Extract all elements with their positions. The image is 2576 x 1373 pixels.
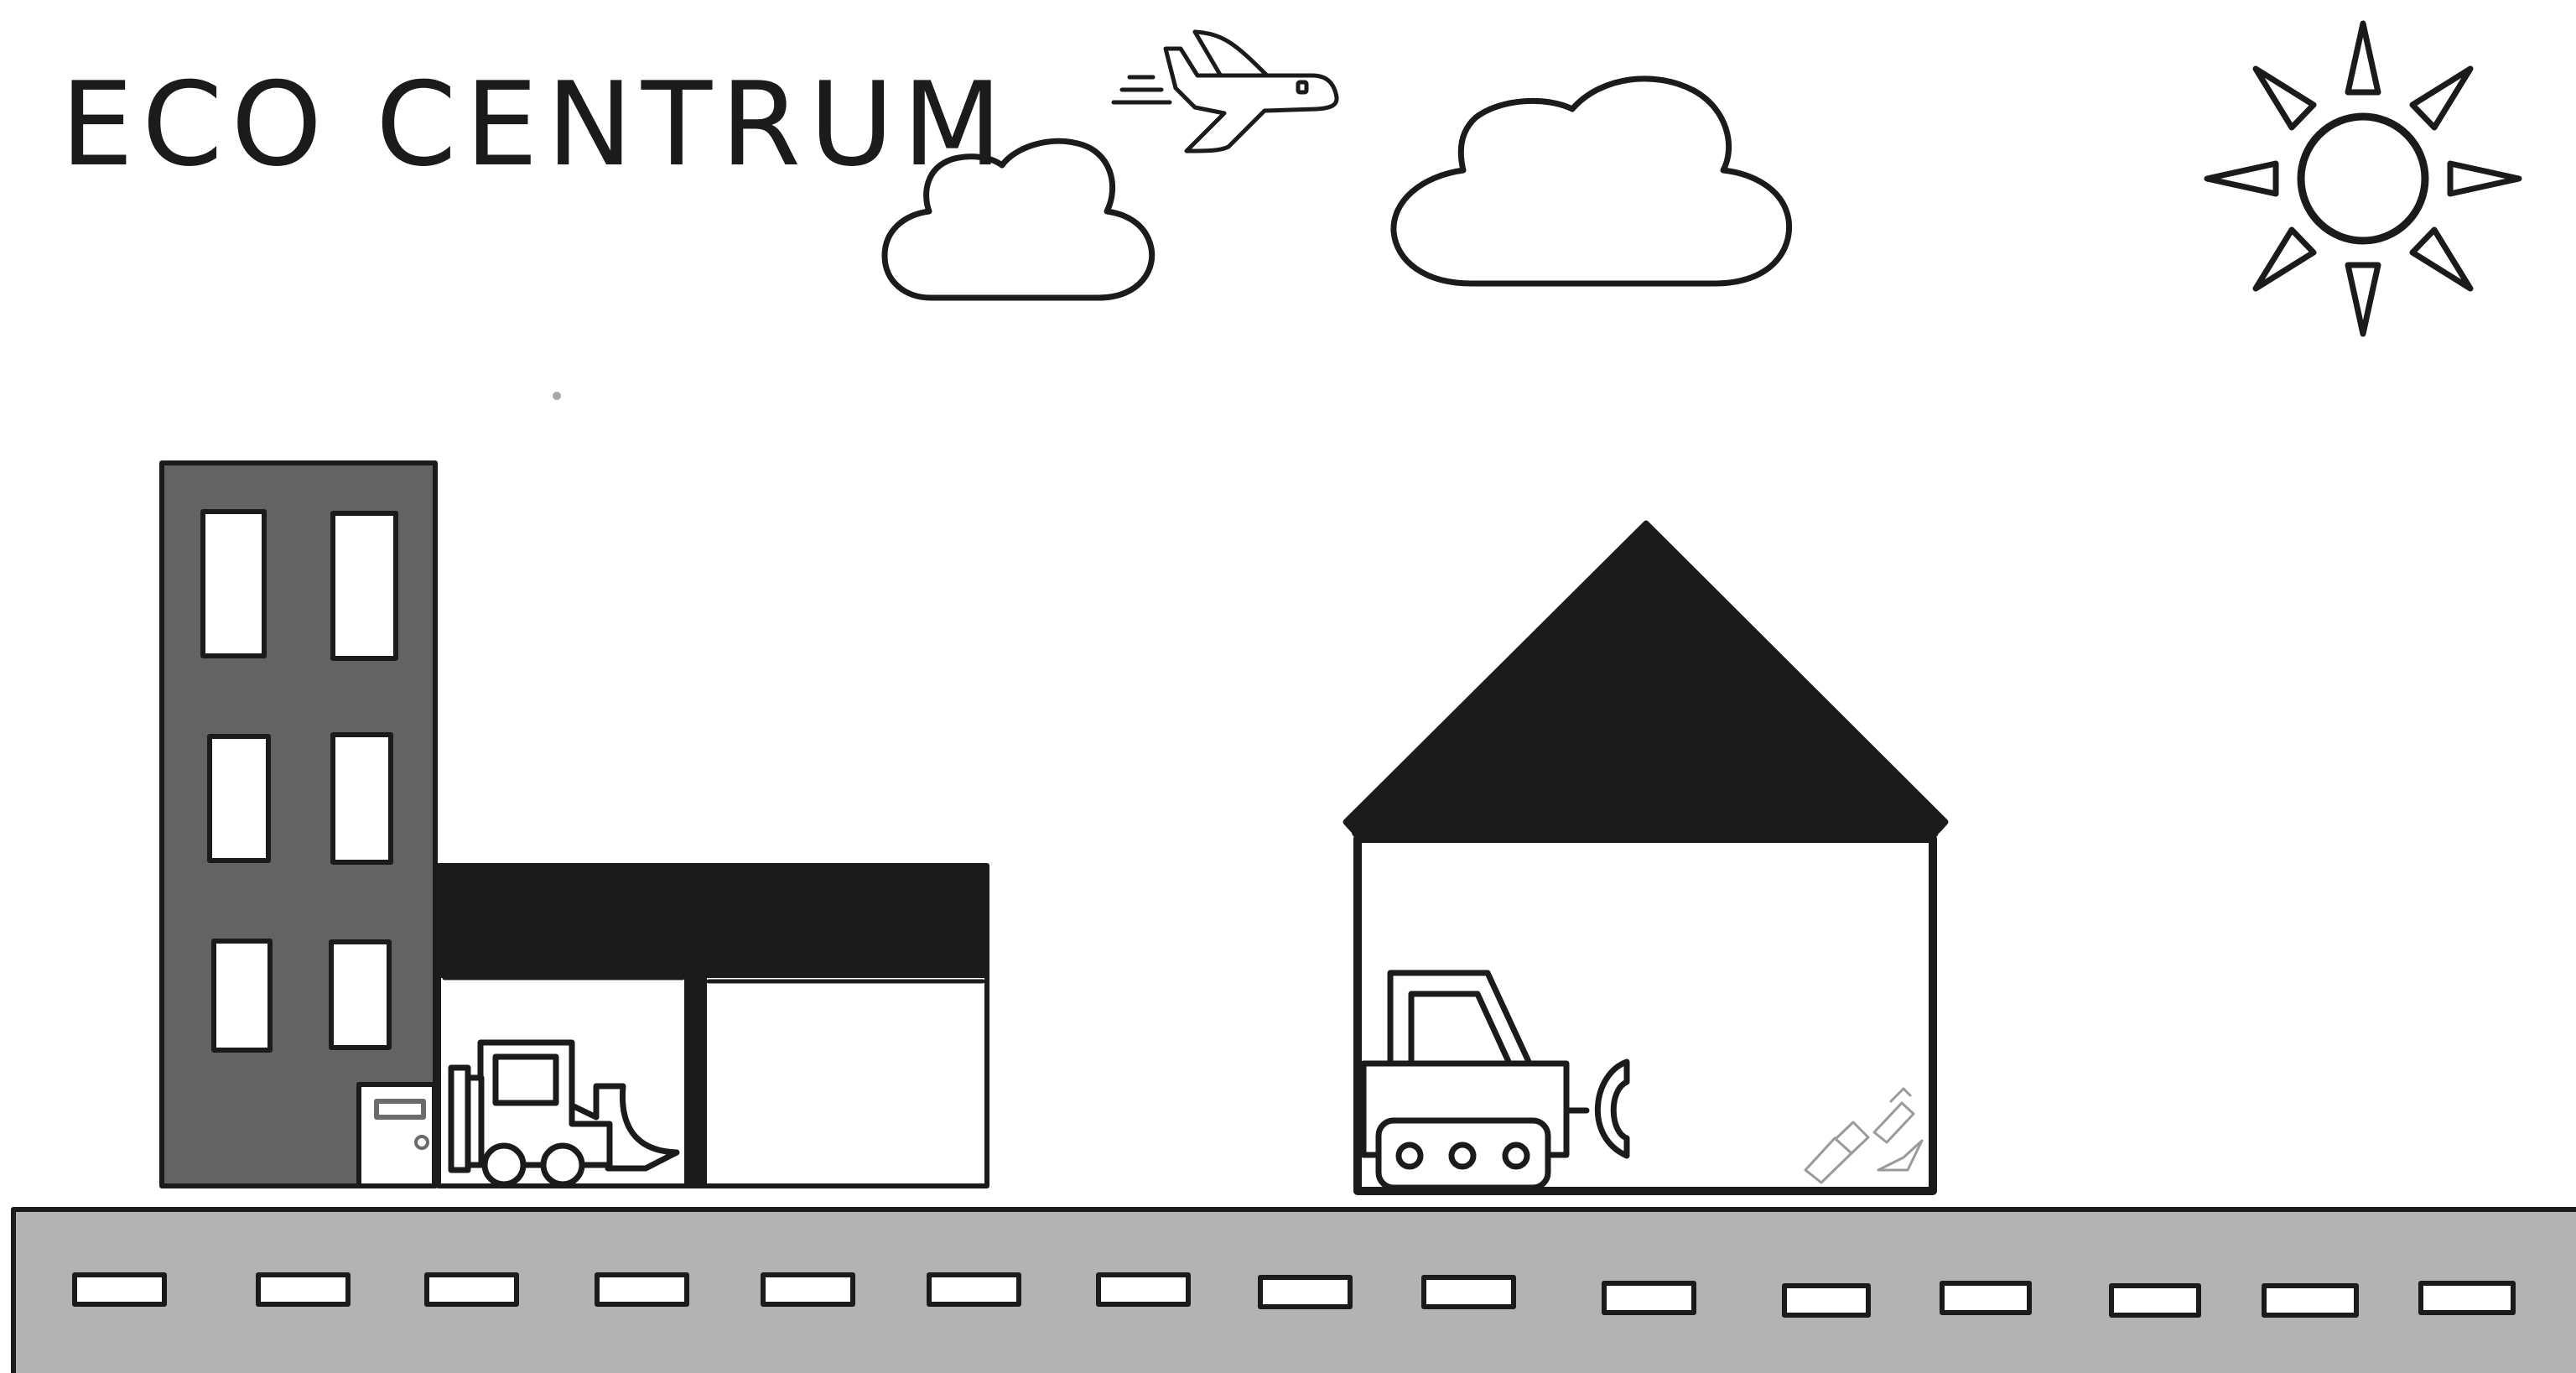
loader-icon bbox=[448, 1039, 680, 1188]
small-cloud bbox=[881, 138, 1156, 301]
airplane-icon bbox=[1111, 29, 1339, 153]
bulldozer-icon bbox=[1360, 970, 1630, 1191]
game-title: ECO CENTRUM bbox=[60, 57, 1011, 192]
garage-building bbox=[436, 863, 989, 1188]
big-cloud bbox=[1390, 75, 1793, 287]
lane-markings bbox=[72, 1272, 2516, 1318]
speck bbox=[553, 392, 561, 400]
tower-windows bbox=[200, 509, 398, 1053]
plastic-bottles-icon bbox=[1804, 1087, 1924, 1184]
tower-door bbox=[356, 1082, 437, 1188]
sun-icon bbox=[2204, 20, 2522, 337]
recycling-hall bbox=[1343, 520, 1949, 1195]
